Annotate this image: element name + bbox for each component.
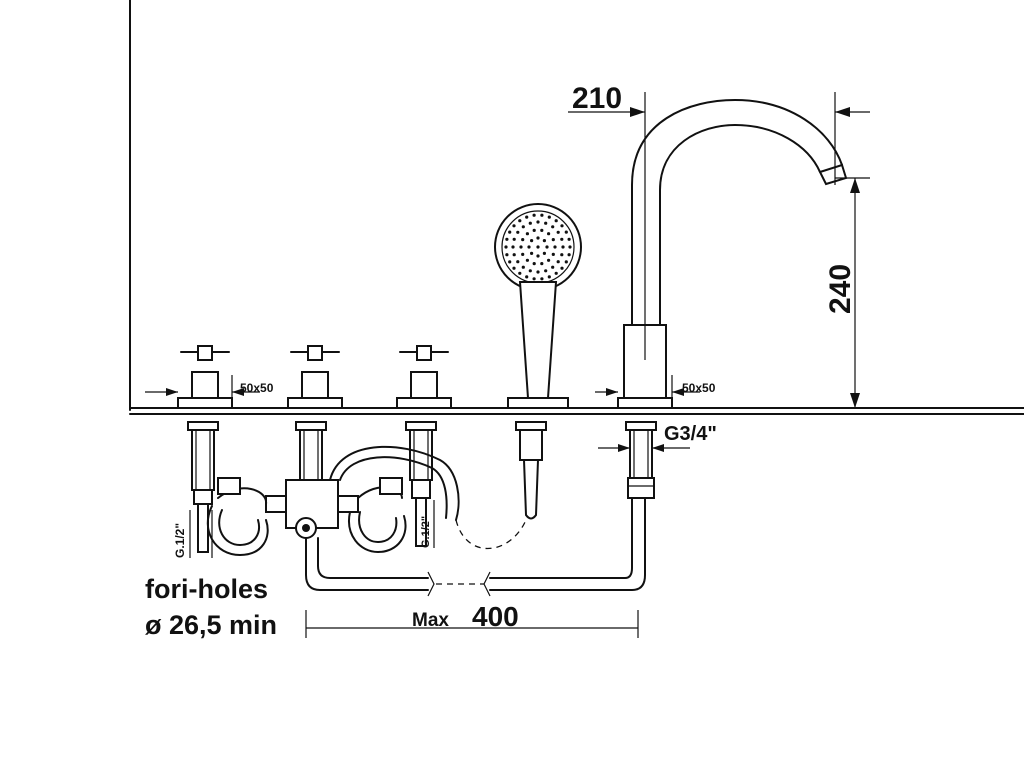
plate-left-dim	[145, 375, 260, 398]
spout	[617, 99, 848, 409]
tap-handle-left	[177, 345, 233, 409]
hand-shower	[494, 203, 582, 409]
thread-left-label: G.1/2"	[173, 523, 187, 558]
hose-left-loop	[206, 477, 269, 556]
hose-bottom	[305, 497, 646, 597]
thread-mid-label: G.1/2"	[420, 516, 432, 548]
plate-left-label: 50x50	[240, 381, 274, 395]
shank-center	[295, 421, 327, 481]
hidden-connection-lines	[436, 519, 527, 585]
max-400-dim	[305, 610, 639, 638]
dim-240-lines	[835, 177, 870, 408]
dim-210-lines	[568, 92, 870, 360]
thread-left-dim	[189, 510, 213, 558]
max-prefix-label: Max	[412, 610, 449, 631]
shank-shower	[515, 421, 547, 520]
deck-surface	[129, 407, 1024, 415]
thread-main-dim	[598, 444, 690, 452]
thread-main-label: G3/4"	[664, 423, 717, 445]
shank-right	[405, 421, 437, 547]
shank-left	[187, 421, 219, 553]
hose-arc	[329, 445, 460, 521]
holes-title: fori-holes	[145, 574, 268, 604]
max-value-label: 400	[472, 601, 519, 632]
dim-210-label: 210	[572, 82, 622, 115]
plate-right-label: 50x50	[682, 381, 716, 395]
diverter-body	[265, 479, 359, 539]
dim-240-label: 240	[824, 264, 857, 314]
holes-size: ø 26,5 min	[145, 610, 277, 640]
shower-nozzles	[504, 213, 572, 281]
tap-handle-center	[287, 345, 343, 409]
tap-handle-right	[396, 345, 452, 409]
hose-right-loop	[348, 477, 407, 553]
plate-right-dim	[595, 375, 700, 398]
shank-spout	[625, 421, 657, 499]
